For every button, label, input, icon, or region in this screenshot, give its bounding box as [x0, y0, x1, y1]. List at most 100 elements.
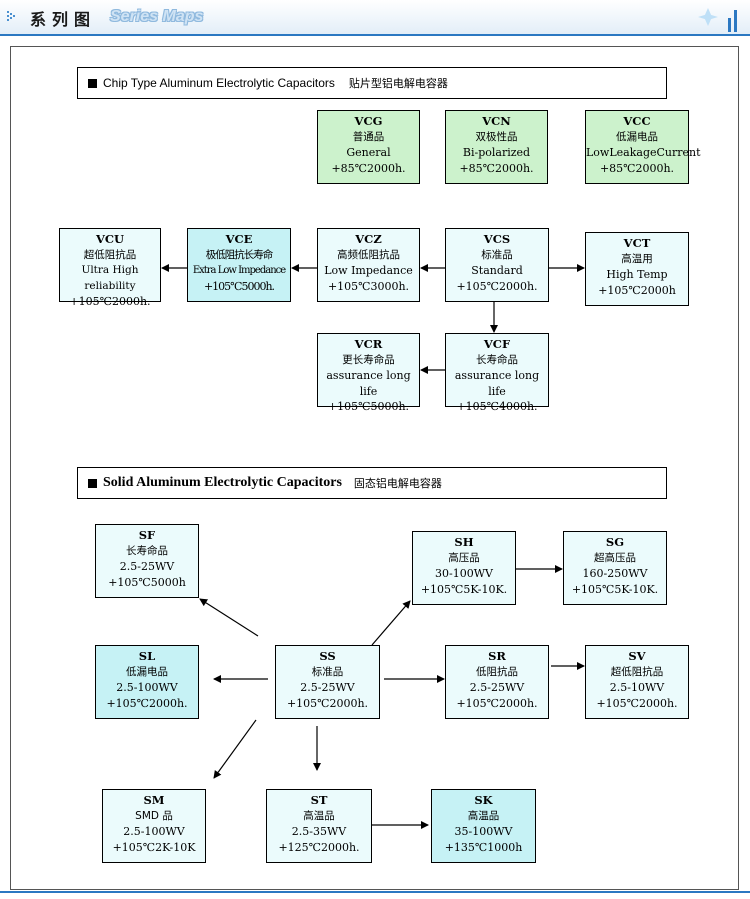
series-desc: General [346, 146, 391, 159]
series-voltage: 2.5-35WV [291, 825, 347, 838]
series-desc: Low Impedance [324, 264, 413, 277]
series-name-cn: 标准品 [481, 248, 513, 261]
series-desc: assurance long life [454, 369, 540, 398]
series-box-sv: SV 超低阻抗品 2.5-10WV +105℃2000h. [585, 645, 689, 719]
series-name-cn: 高频低阻抗品 [337, 248, 400, 261]
series-voltage: 2.5-100WV [116, 681, 178, 694]
series-voltage: 160-250WV [582, 567, 648, 580]
series-spec: +105℃2000h. [286, 696, 369, 710]
page-title-en: Series Maps [110, 8, 204, 25]
series-desc: LowLeakageCurrent [586, 146, 701, 159]
series-spec: +85℃2000h. [331, 161, 406, 175]
series-name-cn: 低漏电品 [616, 130, 658, 143]
series-spec: +105℃2000h. [106, 696, 188, 710]
series-desc: Standard [471, 264, 523, 277]
series-spec: +85℃2000h. [599, 161, 675, 175]
series-spec: +105℃5000h. [203, 279, 275, 293]
series-spec: +105℃2000h. [69, 295, 151, 308]
series-code: VCE [225, 232, 253, 246]
series-code: VCC [623, 114, 651, 128]
series-box-sg: SG 超高压品 160-250WV +105℃5K-10K. [563, 531, 667, 605]
series-name-cn: SMD 品 [135, 809, 173, 822]
series-name-cn: 普通品 [352, 130, 385, 143]
series-box-sm: SM SMD 品 2.5-100WV +105℃2K-10K [102, 789, 206, 863]
series-name-cn: 超低阻抗品 [610, 665, 664, 678]
series-desc: Bi-polarized [462, 146, 531, 159]
series-name-cn: 更长寿命品 [342, 353, 395, 366]
series-box-sf: SF 长寿命品 2.5-25WV +105℃5000h [95, 524, 199, 598]
series-box-vcc: VCC 低漏电品 LowLeakageCurrent +85℃2000h. [585, 110, 701, 184]
series-box-st: ST 高温品 2.5-35WV +125℃2000h. [266, 789, 372, 863]
series-name-cn: 长寿命品 [476, 353, 518, 366]
series-spec: +105℃2000h. [456, 279, 538, 293]
series-box-sh: SH 高压品 30-100WV +105℃5K-10K. [412, 531, 516, 605]
series-box-vcf: VCF 长寿命品 assurance long life +105℃4000h. [445, 333, 549, 413]
series-voltage: 2.5-25WV [300, 681, 355, 694]
series-box-vcg: VCG 普通品 General +85℃2000h. [317, 110, 420, 184]
series-spec: +105℃5K-10K. [420, 582, 508, 596]
series-name-cn: 超高压品 [594, 551, 636, 564]
series-spec: +105℃2000h. [456, 696, 538, 710]
series-voltage: 35-100WV [454, 825, 513, 838]
series-code: SR [488, 649, 506, 663]
series-desc: High Temp [606, 268, 668, 281]
series-box-vcr: VCR 更长寿命品 assurance long life +105℃5000h… [317, 333, 420, 413]
series-spec: +105℃2000h [598, 283, 676, 297]
footer-rule [0, 891, 750, 893]
series-voltage: 2.5-25WV [469, 681, 525, 694]
series-box-vce: VCE 极低阻抗长寿命 Extra Low Impedance +105℃500… [187, 228, 291, 302]
series-code: SH [454, 535, 474, 549]
series-code: VCN [482, 114, 511, 128]
series-spec: +105℃5000h. [327, 400, 410, 413]
series-code: SV [628, 649, 646, 663]
series-desc: assurance long life [326, 369, 411, 398]
series-code: VCU [95, 232, 125, 246]
section-chip-title-cn: 贴片型铝电解电容器 [348, 77, 448, 90]
header-bar: 系列图 Series Maps [0, 0, 750, 36]
series-spec: +105℃2000h. [596, 696, 678, 710]
section-solid-title-cn: 固态铝电解电容器 [353, 477, 442, 490]
series-box-vcu: VCU 超低阻抗品 Ultra High reliability +105℃20… [59, 228, 161, 308]
series-name-cn: 超低阻抗品 [83, 248, 137, 261]
series-name-cn: 标准品 [311, 665, 344, 678]
series-box-ss: SS 标准品 2.5-25WV +105℃2000h. [275, 645, 380, 719]
square-bullet-icon [88, 478, 97, 488]
series-code: VCG [354, 114, 383, 128]
series-code: SK [474, 793, 493, 807]
series-spec: +85℃2000h. [459, 161, 534, 175]
series-box-sr: SR 低阻抗品 2.5-25WV +105℃2000h. [445, 645, 549, 719]
section-solid-header: Solid Aluminum Electrolytic Capacitors 固… [77, 467, 667, 499]
series-code: VCS [483, 232, 511, 246]
series-name-cn: 极低阻抗长寿命 [205, 248, 274, 261]
series-name-cn: 高温品 [467, 809, 500, 822]
series-code: SM [143, 793, 165, 807]
series-box-sl: SL 低漏电品 2.5-100WV +105℃2000h. [95, 645, 199, 719]
series-code: SG [605, 535, 625, 549]
series-code: VCZ [355, 232, 382, 246]
series-voltage: 2.5-10WV [609, 681, 665, 694]
series-desc: Extra Low Impedance [192, 265, 286, 276]
series-code: VCF [483, 337, 511, 351]
series-code: SF [138, 528, 156, 542]
section-chip-header: Chip Type Aluminum Electrolytic Capacito… [77, 67, 667, 99]
square-bullet-icon [88, 78, 97, 88]
bullet-icon [7, 11, 15, 21]
series-desc: Ultra High reliability [81, 264, 139, 292]
series-spec: +125℃2000h. [278, 840, 360, 854]
series-code: VCT [623, 236, 651, 250]
series-name-cn: 高温品 [303, 809, 335, 822]
series-code: ST [310, 793, 328, 807]
series-box-vcz: VCZ 高频低阻抗品 Low Impedance +105℃3000h. [317, 228, 420, 302]
content-frame [10, 46, 739, 890]
series-code: SS [319, 649, 336, 663]
series-spec: +105℃3000h. [327, 279, 410, 293]
series-name-cn: 低漏电品 [126, 665, 168, 678]
section-solid-title-en: Solid Aluminum Electrolytic Capacitors [103, 475, 342, 490]
series-voltage: 30-100WV [435, 567, 493, 580]
series-code: SL [138, 649, 156, 663]
series-box-sk: SK 高温品 35-100WV +135℃1000h [431, 789, 536, 863]
series-name-cn: 高压品 [448, 551, 480, 564]
series-box-vcs: VCS 标准品 Standard +105℃2000h. [445, 228, 549, 302]
section-chip-title-en: Chip Type Aluminum Electrolytic Capacito… [103, 76, 335, 90]
series-name-cn: 双极性品 [475, 130, 518, 143]
